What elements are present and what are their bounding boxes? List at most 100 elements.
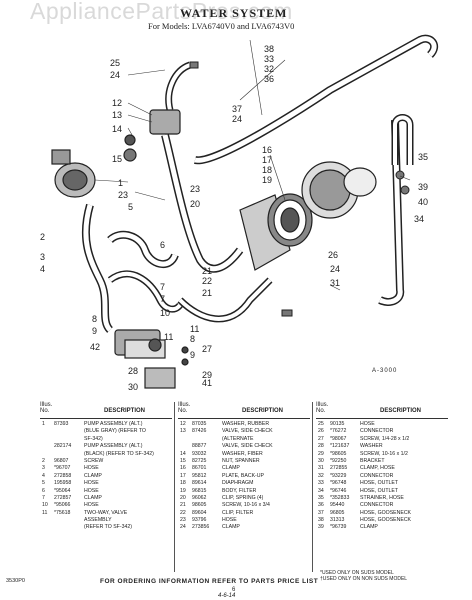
callout-label: 21 [202, 266, 212, 276]
illus-number: 32 [318, 472, 324, 479]
part-description: STRAINER, HOSE [360, 494, 404, 501]
part-description: BODY, FILTER [222, 487, 257, 494]
part-description: (ALTERNATE [222, 435, 254, 442]
illus-number: 5 [42, 480, 45, 487]
part-number: *96746 [330, 487, 347, 494]
illus-number: 22 [180, 509, 186, 516]
part-number: 95440 [330, 502, 345, 509]
illus-number: 2 [42, 457, 45, 464]
callout-label: 6 [160, 240, 165, 250]
footnote: †USED ONLY ON NON SUDS MODEL [320, 576, 408, 582]
illus-number: 26 [318, 428, 324, 435]
illus-number: 31 [318, 465, 324, 472]
callout-label: 24 [110, 70, 120, 80]
part-description: CLAMP [84, 494, 102, 501]
part-description: SCREW, 10-16 x 3/4 [222, 502, 270, 509]
part-description: CLAMP [360, 524, 378, 531]
illus-number: 27 [318, 435, 324, 442]
callout-label: 2 [40, 232, 45, 242]
illus-number: 13 [180, 428, 186, 435]
header-ref-label: Illus. [316, 402, 329, 408]
watermark: AppliancePartsPros.com [30, 0, 293, 24]
parts-row: (ALTERNATE [178, 436, 310, 443]
part-description: HOSE [84, 465, 99, 472]
part-number: 272857 [54, 494, 72, 501]
part-description: (BLACK) (REFER TO SF-342) [84, 450, 154, 457]
callout-label: 24 [330, 264, 340, 274]
illus-number: 16 [180, 465, 186, 472]
callout-label: 1 [118, 178, 123, 188]
callout-label: 38 [264, 44, 274, 54]
callout-label: 26 [328, 250, 338, 260]
illus-number: 21 [180, 502, 186, 509]
part-number: *92250 [330, 457, 347, 464]
callout-label: 42 [90, 342, 100, 352]
part-number: 96062 [192, 494, 207, 501]
part-description: VALVE, SIDE CHECK [222, 428, 273, 435]
parts-row: (BLUE GRAY) (REFER TO [40, 428, 172, 435]
part-description: BRACKET [360, 457, 385, 464]
illus-number: 30 [318, 457, 324, 464]
callout-label: 24 [232, 114, 242, 124]
illus-number: 37 [318, 509, 324, 516]
part-number: 96807 [54, 457, 69, 464]
illus-number: 12 [180, 421, 186, 427]
callout-label: 40 [418, 197, 428, 207]
part-number: 87393 [54, 421, 69, 427]
callout-label: 11 [190, 324, 199, 334]
header-description: DESCRIPTION [380, 408, 422, 414]
part-description: WASHER, RUBBER [222, 421, 270, 427]
part-description: CONNECTOR [360, 502, 394, 509]
callout-label: 27 [202, 344, 212, 354]
illus-number: 3 [42, 465, 45, 472]
header-rule [178, 418, 310, 419]
callout-label: 8 [190, 334, 195, 344]
part-number: 87035 [192, 421, 207, 427]
part-number: 272855 [330, 465, 348, 472]
parts-row: 12 87035 WASHER, RUBBER [178, 421, 310, 428]
part-number: *96748 [330, 480, 347, 487]
illus-number: 6 [42, 487, 45, 494]
part-description: HOSE, OUTLET [360, 480, 399, 487]
footnotes: *USED ONLY ON SUDS MODEL †USED ONLY ON N… [320, 570, 407, 582]
document-code: 3530P0 [6, 578, 25, 584]
callout-label: 31 [330, 278, 340, 288]
callout-label: 17 [262, 155, 272, 165]
illus-number: 25 [318, 421, 324, 427]
column-header: Illus.No.DESCRIPTION [316, 402, 448, 416]
callout-label: 18 [262, 165, 272, 175]
part-description: PUMP ASSEMBLY (ALT.) [84, 443, 143, 450]
callout-label: 32 [264, 64, 274, 74]
callout-label: 16 [262, 145, 272, 155]
header-no-label: No. [178, 408, 188, 414]
part-description: VALVE, SIDE CHECK [222, 443, 273, 450]
part-number: 31313 [330, 517, 345, 524]
part-description: HOSE [84, 480, 99, 487]
callout-label: 5 [128, 202, 133, 212]
part-description: CLIP, FILTER [222, 509, 254, 516]
illus-number: 23 [180, 517, 186, 524]
callout-label: 9 [92, 326, 97, 336]
part-description: CONNECTOR [360, 472, 394, 479]
parts-row: SF-342) [40, 436, 172, 443]
part-description: SCREW [84, 457, 104, 464]
part-description: HOSE, GOOSENECK [360, 509, 412, 516]
page-subtitle: For Models: LVA6740V0 and LVA6743V0 [148, 21, 295, 31]
callout-label: 8 [92, 314, 97, 324]
diagram-code: A-3000 [372, 368, 398, 374]
